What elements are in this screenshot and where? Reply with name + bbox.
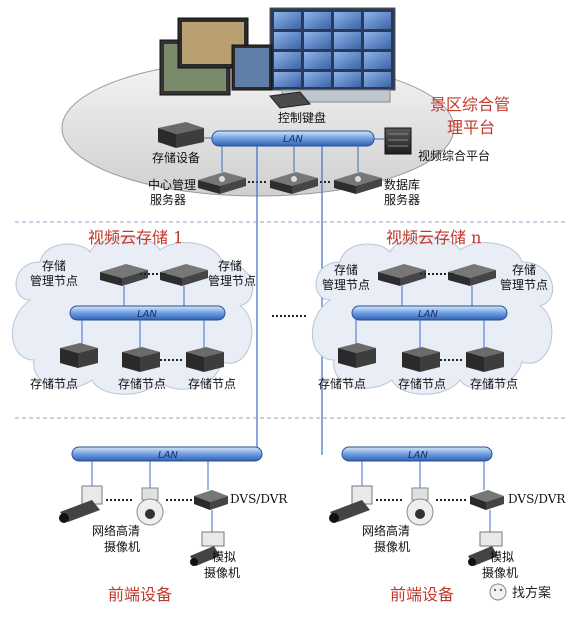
cloud1-mgmt-left-label-2: 管理节点 — [30, 273, 78, 288]
cloud2-storage-node-a-icon — [338, 343, 376, 368]
cloud2-mgmt-node-right-icon — [448, 264, 496, 286]
front-left-analog-label-2: 摄像机 — [204, 565, 240, 580]
front-left-title: 前端设备 — [108, 585, 172, 604]
cloud2-mgmt-node-left-icon — [378, 264, 426, 286]
front-left-hd-label-1: 网络高清 — [92, 523, 140, 538]
cloud1-node-c-label: 存储节点 — [188, 376, 236, 391]
cloud2-node-b-label: 存储节点 — [398, 376, 446, 391]
cloud2-mgmt-left-label-1: 存储 — [334, 262, 358, 277]
front-right-title: 前端设备 — [390, 585, 454, 604]
front-left-lan-label: LAN — [158, 450, 178, 461]
front-left-analog-camera-icon — [190, 531, 225, 566]
front-left-dome-camera-icon — [136, 487, 164, 526]
keyboard-label: 控制键盘 — [278, 110, 326, 125]
wechat-icon — [489, 583, 507, 601]
front-right-box-camera-icon — [329, 485, 373, 523]
front-left-dvs-label: DVS/DVR — [230, 492, 288, 506]
cloud1-lan-label: LAN — [137, 309, 157, 320]
central-server-icon — [198, 172, 246, 194]
cloud2-title: 视频云存储 n — [386, 228, 481, 247]
video-platform-icon — [384, 127, 412, 155]
cloud1-node-b-label: 存储节点 — [118, 376, 166, 391]
front-left-dvs-icon — [194, 490, 228, 510]
front-right-dvs-icon — [470, 490, 504, 510]
front-right-lan-bar — [341, 446, 493, 462]
cloud1-title: 视频云存储 1 — [88, 228, 183, 247]
video-wall — [269, 7, 396, 103]
cloud1-mgmt-left-label-1: 存储 — [42, 258, 66, 273]
front-right-analog-camera-icon — [468, 531, 503, 566]
db-server-label-2: 服务器 — [384, 192, 420, 207]
front-right-analog-label-2: 摄像机 — [482, 565, 518, 580]
platform-title-line1: 景区综合管 — [430, 95, 510, 114]
cloud1-lan-bar — [69, 305, 226, 321]
front-left-hd-label-2: 摄像机 — [104, 539, 140, 554]
central-server-label-1: 中心管理 — [148, 177, 196, 192]
cloud1-mgmt-node-right-icon — [160, 264, 208, 286]
storage-device-label: 存储设备 — [152, 150, 200, 165]
front-left-box-camera-icon — [59, 485, 103, 523]
central-server-label-2: 服务器 — [150, 192, 186, 207]
watermark: 找方案 — [489, 583, 551, 601]
cloud2-node-a-label: 存储节点 — [318, 376, 366, 391]
cloud1-node-a-label: 存储节点 — [30, 376, 78, 391]
cloud2-storage-node-b-icon — [402, 347, 440, 372]
middle-server-icon — [270, 172, 318, 194]
db-server-label-1: 数据库 — [384, 177, 420, 192]
front-left-lan-bar — [71, 446, 263, 462]
cloud2-lan-bar — [351, 305, 508, 321]
watermark-text: 找方案 — [512, 585, 551, 601]
front-right-hd-label-2: 摄像机 — [374, 539, 410, 554]
cloud1-mgmt-right-label-1: 存储 — [218, 258, 242, 273]
cloud2-mgmt-right-label-2: 管理节点 — [500, 277, 548, 292]
cloud1-mgmt-right-label-2: 管理节点 — [208, 273, 256, 288]
cloud1-storage-node-c-icon — [186, 347, 224, 372]
storage-device-icon — [158, 122, 204, 148]
front-left-analog-label-1: 模拟 — [212, 550, 236, 564]
cloud2-mgmt-left-label-2: 管理节点 — [322, 277, 370, 292]
top-lan-label: LAN — [283, 134, 303, 145]
cloud1-storage-node-b-icon — [122, 347, 160, 372]
cloud2-mgmt-right-label-1: 存储 — [512, 262, 536, 277]
cloud2-node-c-label: 存储节点 — [470, 376, 518, 391]
control-keyboard-icon — [269, 91, 311, 109]
cloud1-storage-node-a-icon — [60, 343, 98, 368]
platform-title-line2: 理平台 — [447, 118, 495, 137]
monitor-screens — [159, 17, 273, 96]
front-right-lan-label: LAN — [408, 450, 428, 461]
front-right-analog-label-1: 模拟 — [490, 550, 514, 564]
front-right-dvs-label: DVS/DVR — [508, 492, 566, 506]
database-server-icon — [334, 172, 382, 194]
front-right-hd-label-1: 网络高清 — [362, 523, 410, 538]
front-right-dome-camera-icon — [406, 487, 434, 526]
cloud2-storage-node-c-icon — [466, 347, 504, 372]
cloud2-lan-label: LAN — [418, 309, 438, 320]
video-platform-label: 视频综合平台 — [418, 148, 490, 163]
